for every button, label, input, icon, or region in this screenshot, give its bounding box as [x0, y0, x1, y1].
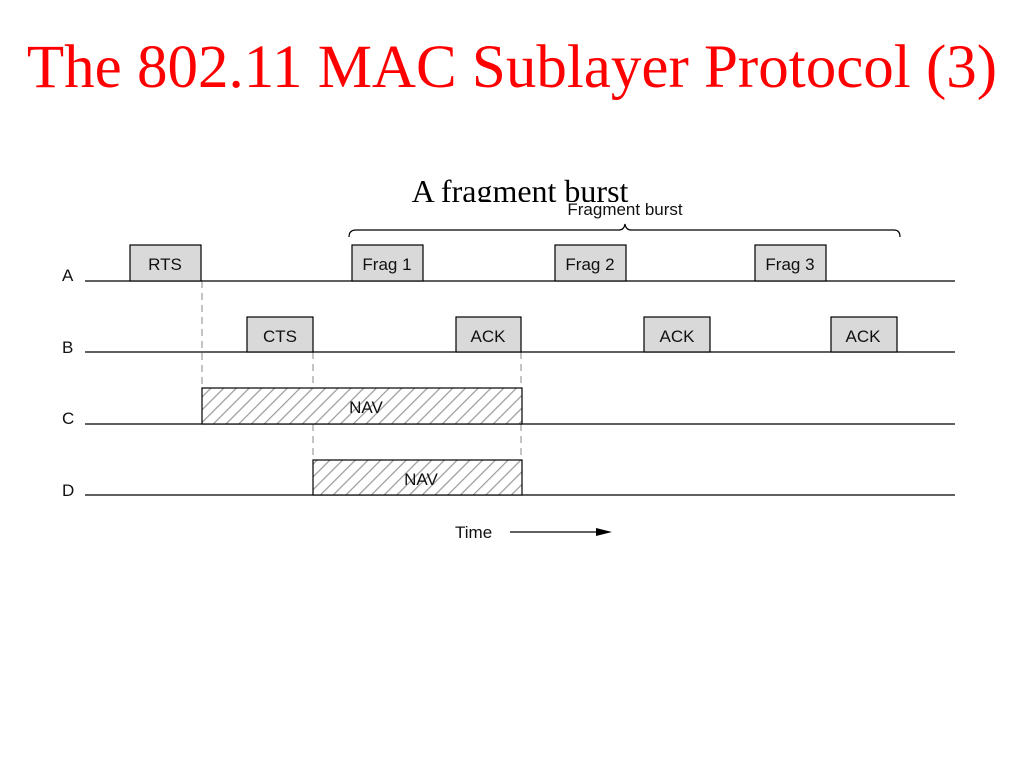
- frame-frag-3: Frag 3: [754, 244, 827, 282]
- frame-label-frag-1: Frag 1: [362, 255, 411, 274]
- slide-title: The 802.11 MAC Sublayer Protocol (3): [26, 34, 998, 101]
- frame-label-frag-2: Frag 2: [565, 255, 614, 274]
- diagram-subtitle: A fragment burst: [411, 173, 629, 202]
- time-label: Time: [455, 523, 492, 542]
- frame-label-rts: RTS: [148, 255, 182, 274]
- nav-bar-c: NAV: [201, 387, 523, 425]
- station-label-a: A: [62, 266, 74, 285]
- frame-ack-2: ACK: [643, 316, 711, 353]
- nav-bar-d: NAV: [312, 459, 523, 496]
- time-arrow-icon: [596, 528, 612, 536]
- time-axis: Time: [455, 523, 612, 542]
- fragment-burst-brace: [348, 223, 901, 238]
- frame-label-cts: CTS: [263, 327, 297, 346]
- nav-label-c: NAV: [349, 398, 383, 417]
- frame-frag-2: Frag 2: [554, 244, 627, 282]
- frame-frag-1: Frag 1: [351, 244, 424, 282]
- station-label-b: B: [62, 338, 73, 357]
- frame-rts: RTS: [129, 244, 202, 282]
- station-label-d: D: [62, 481, 74, 500]
- frame-ack-1: ACK: [455, 316, 522, 353]
- subtitle-clip: A fragment burst: [300, 168, 740, 202]
- frame-cts: CTS: [246, 316, 314, 353]
- frame-label-ack-3: ACK: [846, 327, 882, 346]
- station-label-c: C: [62, 409, 74, 428]
- guide-lines: [201, 281, 522, 460]
- fragment-burst-label: Fragment burst: [567, 200, 683, 219]
- nav-label-d: NAV: [404, 470, 438, 489]
- frame-label-frag-3: Frag 3: [765, 255, 814, 274]
- frame-label-ack-2: ACK: [660, 327, 696, 346]
- frame-label-ack-1: ACK: [471, 327, 507, 346]
- frame-ack-3: ACK: [830, 316, 898, 353]
